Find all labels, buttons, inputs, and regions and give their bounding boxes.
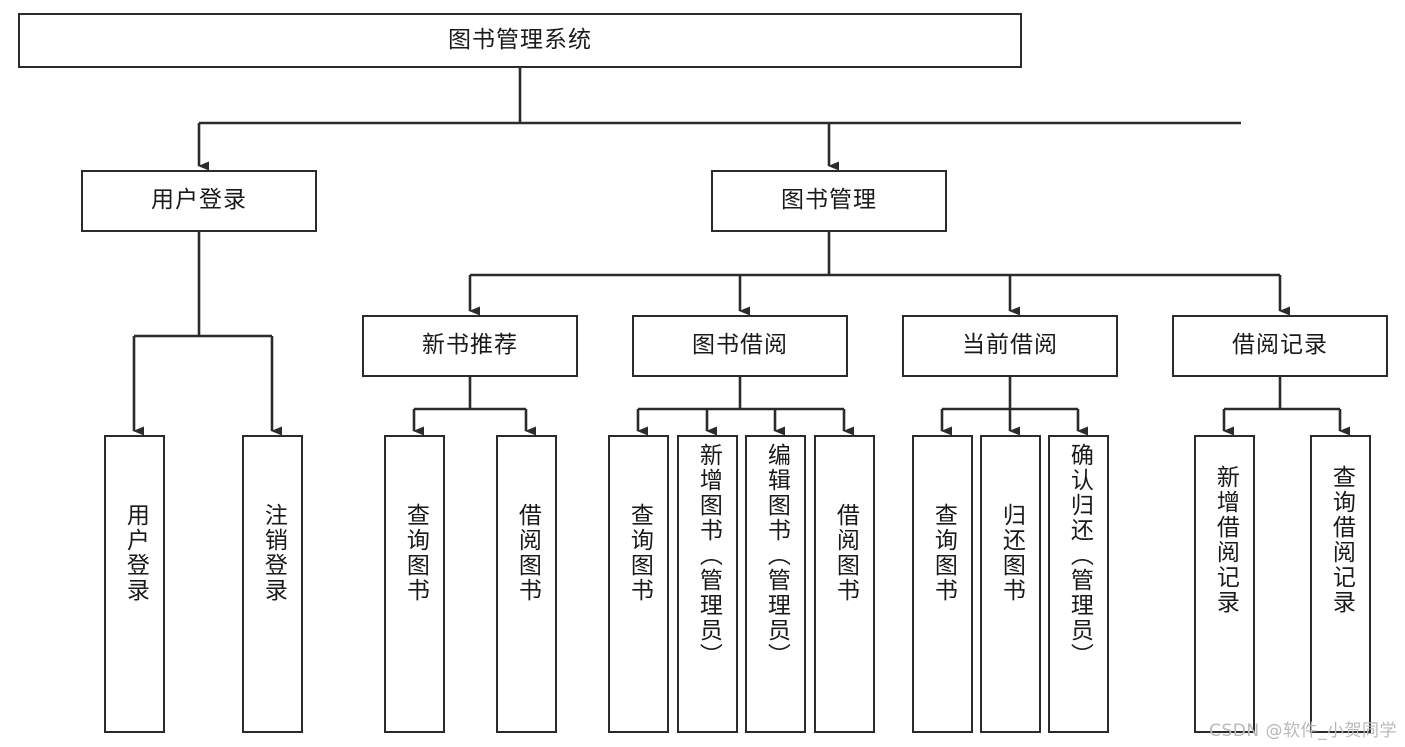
node-current-borrow[interactable]: 当前借阅	[902, 315, 1118, 377]
node-book-manage-label: 图书管理	[781, 187, 877, 214]
node-leaf-add-record-label: 新增借阅记录	[1212, 465, 1239, 615]
node-leaf-add-book-label: 新增图书（管理员）	[695, 443, 722, 668]
node-leaf-query-book-1[interactable]: 查询图书	[384, 435, 445, 733]
node-user-login[interactable]: 用户登录	[81, 170, 317, 232]
node-user-login-label: 用户登录	[151, 187, 247, 214]
node-leaf-return-book-label: 归还图书	[998, 503, 1025, 603]
node-new-book-recommend-label: 新书推荐	[422, 332, 518, 359]
node-root[interactable]: 图书管理系统	[18, 13, 1022, 68]
node-leaf-edit-book-label: 编辑图书（管理员）	[763, 443, 790, 668]
node-borrow-record-label: 借阅记录	[1232, 332, 1328, 359]
node-leaf-query-book-3[interactable]: 查询图书	[912, 435, 973, 733]
node-leaf-borrow-book-2-label: 借阅图书	[832, 503, 859, 603]
node-leaf-query-book-2-label: 查询图书	[626, 503, 653, 603]
node-leaf-user-login[interactable]: 用户登录	[104, 435, 165, 733]
node-leaf-return-book[interactable]: 归还图书	[980, 435, 1041, 733]
node-leaf-add-book[interactable]: 新增图书（管理员）	[677, 435, 738, 733]
node-leaf-query-book-3-label: 查询图书	[930, 503, 957, 603]
node-leaf-query-book-2[interactable]: 查询图书	[608, 435, 669, 733]
node-leaf-confirm-return[interactable]: 确认归还（管理员）	[1048, 435, 1109, 733]
node-leaf-user-login-label: 用户登录	[122, 503, 149, 603]
node-leaf-borrow-book-1-label: 借阅图书	[514, 503, 541, 603]
node-leaf-query-book-1-label: 查询图书	[402, 503, 429, 603]
node-leaf-logout-label: 注销登录	[260, 503, 287, 603]
node-book-borrow[interactable]: 图书借阅	[632, 315, 848, 377]
node-leaf-confirm-return-label: 确认归还（管理员）	[1066, 443, 1093, 668]
node-new-book-recommend[interactable]: 新书推荐	[362, 315, 578, 377]
node-book-manage[interactable]: 图书管理	[711, 170, 947, 232]
node-root-label: 图书管理系统	[448, 26, 592, 53]
node-borrow-record[interactable]: 借阅记录	[1172, 315, 1388, 377]
node-leaf-add-record[interactable]: 新增借阅记录	[1194, 435, 1255, 733]
node-leaf-query-record[interactable]: 查询借阅记录	[1310, 435, 1371, 733]
node-leaf-edit-book[interactable]: 编辑图书（管理员）	[745, 435, 806, 733]
node-leaf-query-record-label: 查询借阅记录	[1328, 465, 1355, 615]
node-leaf-borrow-book-1[interactable]: 借阅图书	[496, 435, 557, 733]
csdn-watermark: CSDN @软件_小贺同学	[1209, 721, 1397, 741]
node-leaf-logout[interactable]: 注销登录	[242, 435, 303, 733]
node-book-borrow-label: 图书借阅	[692, 332, 788, 359]
node-current-borrow-label: 当前借阅	[962, 332, 1058, 359]
node-leaf-borrow-book-2[interactable]: 借阅图书	[814, 435, 875, 733]
